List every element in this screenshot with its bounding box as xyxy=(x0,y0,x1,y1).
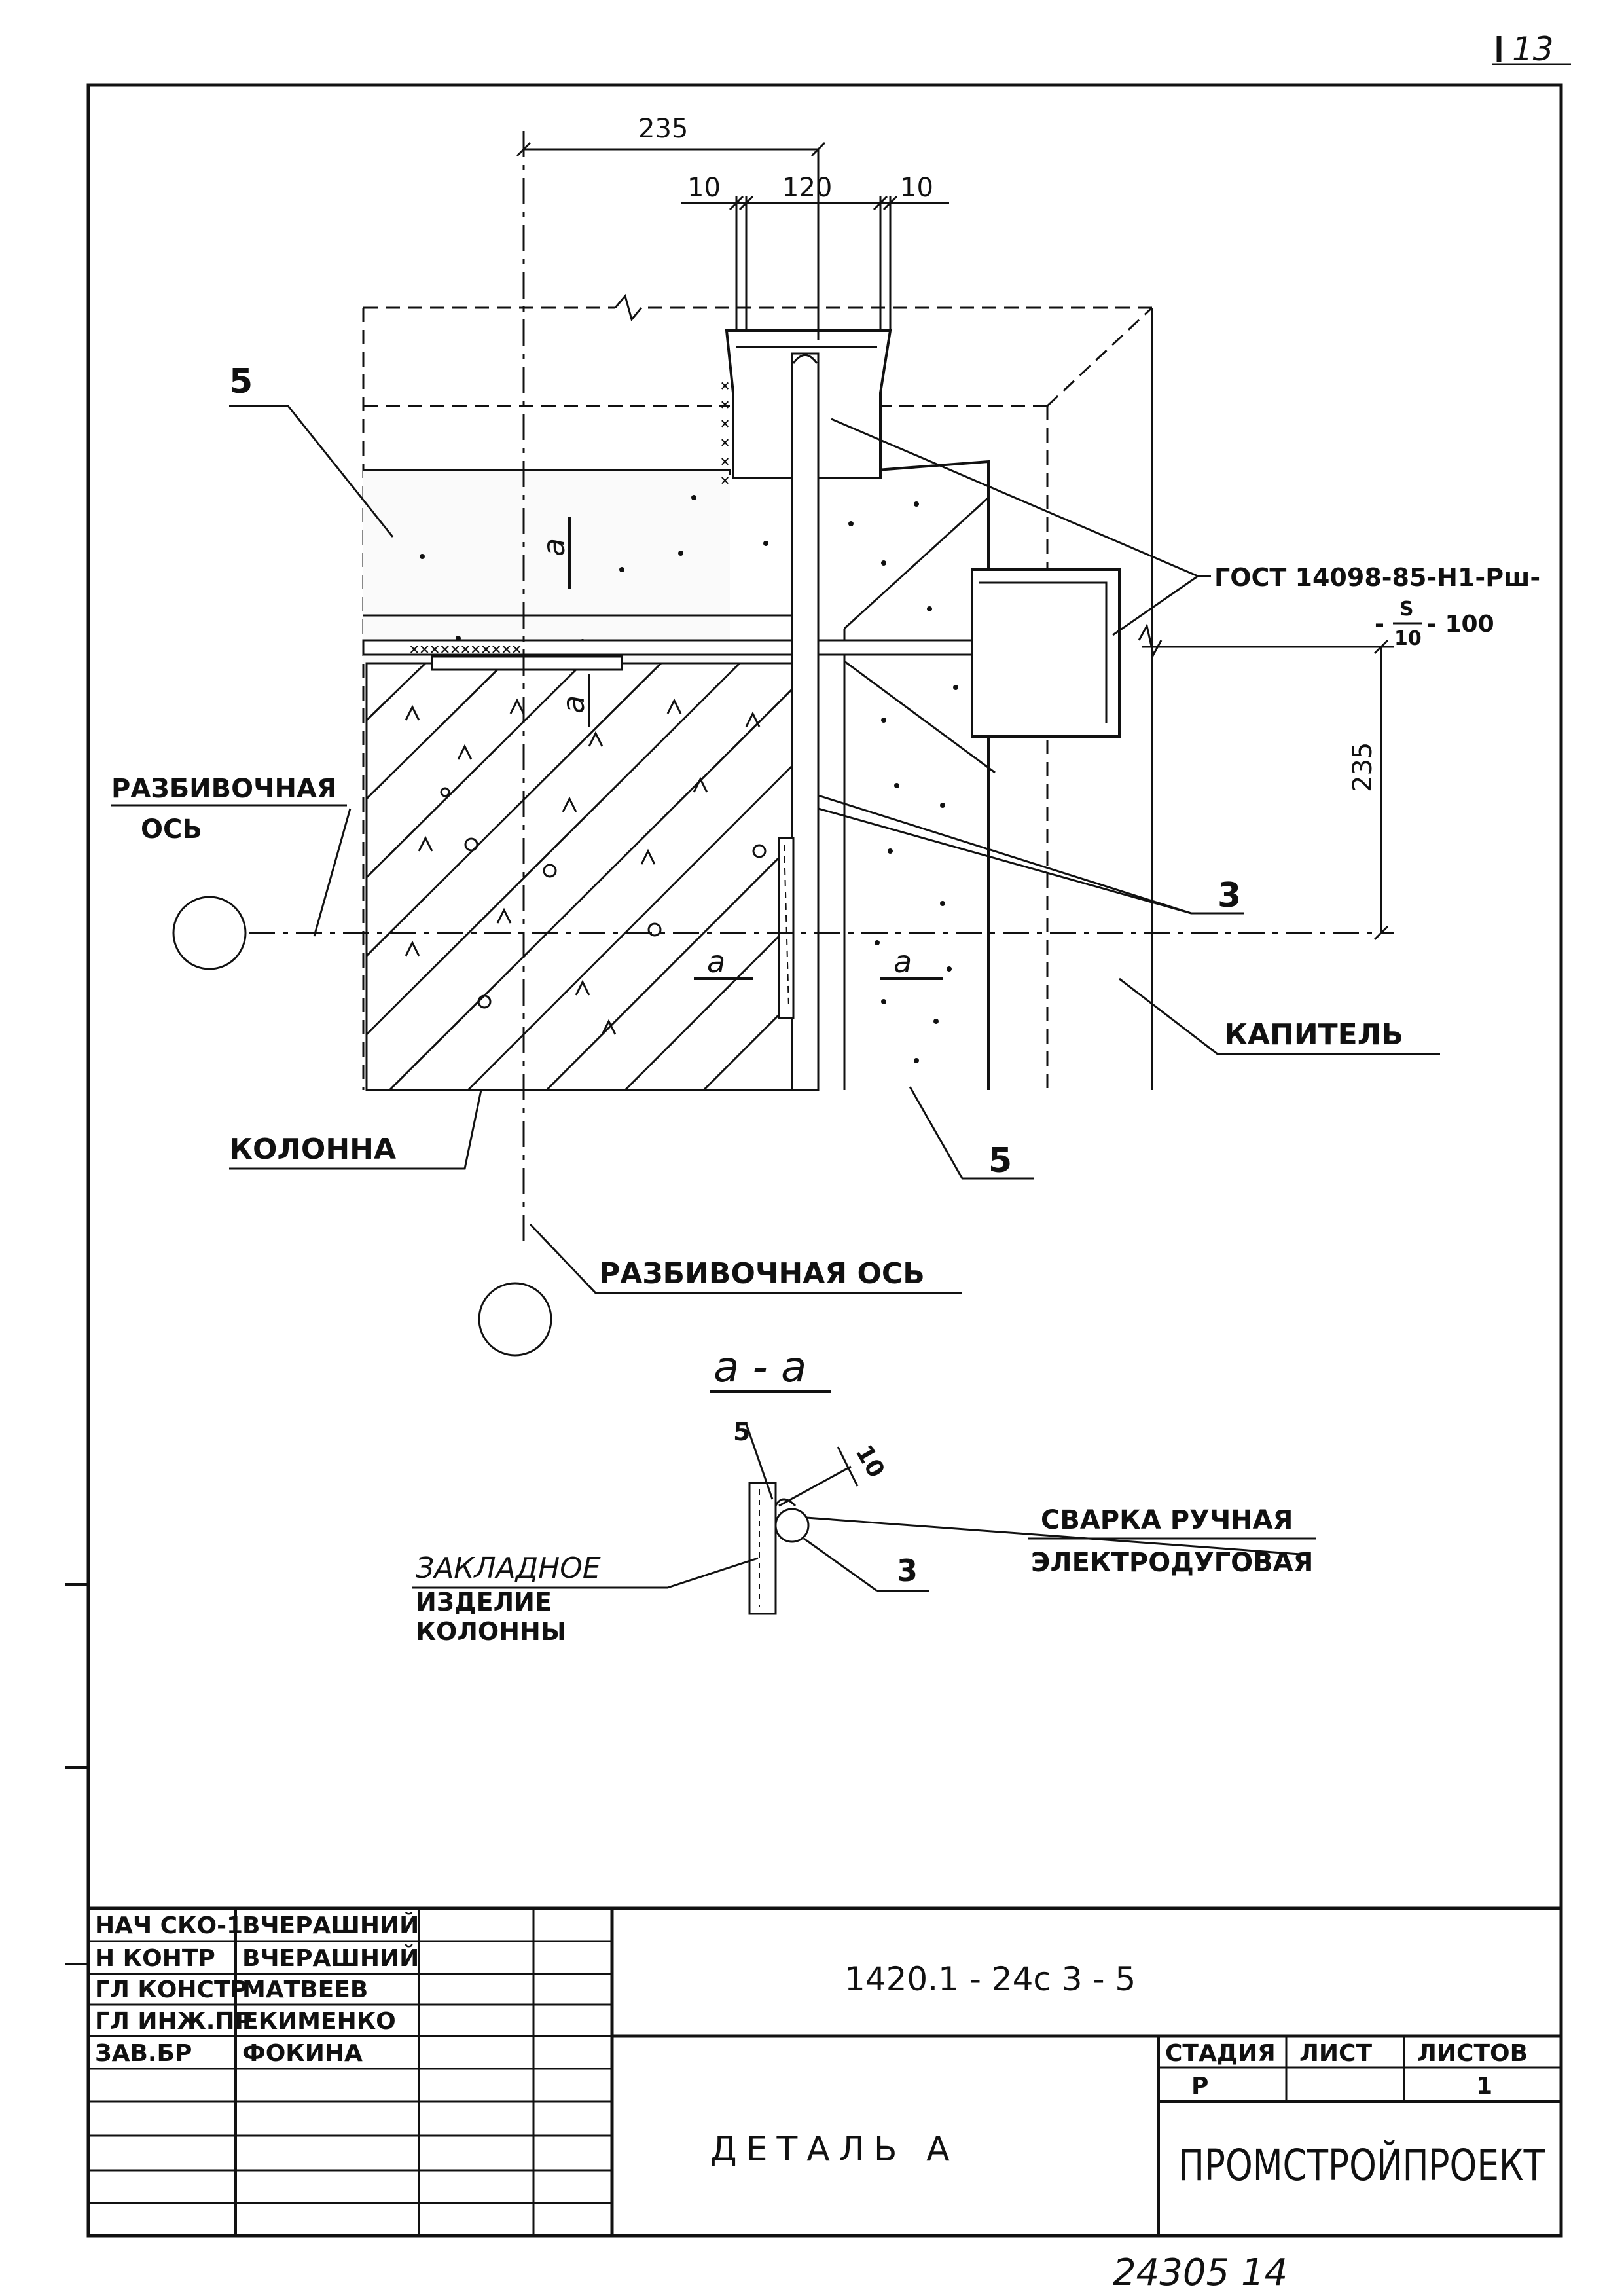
axis-bubble-bottom xyxy=(478,1282,552,1357)
sheet-number: 13 xyxy=(1492,30,1571,68)
svg-text:120: 120 xyxy=(782,173,832,203)
svg-text:СТАДИЯ: СТАДИЯ xyxy=(1165,2040,1276,2067)
setting-out-axes xyxy=(172,131,1394,1357)
svg-text:ЗАВ.БР: ЗАВ.БР xyxy=(95,2040,192,2067)
svg-text:10: 10 xyxy=(1394,627,1422,650)
organization-name: ПРОМСТРОЙПРОЕКТ xyxy=(1178,2140,1545,2191)
svg-text:13: 13 xyxy=(1512,30,1554,68)
svg-text:10: 10 xyxy=(900,173,933,203)
svg-text:а: а xyxy=(556,695,591,714)
axis-label-bottom: РАЗБИВОЧНАЯ ОСЬ xyxy=(599,1257,925,1290)
svg-text:ЕКИМЕНКО: ЕКИМЕНКО xyxy=(242,2008,396,2035)
dimensions xyxy=(516,141,1389,941)
svg-text:3: 3 xyxy=(1218,876,1241,915)
drawing-frame xyxy=(86,83,1563,2238)
axis-label-left: РАЗБИВОЧНАЯ xyxy=(111,774,337,804)
svg-text:ОСЬ: ОСЬ xyxy=(141,814,202,845)
bottom-stamp: 24305 14 xyxy=(1113,2251,1288,2294)
svg-text:ВЧЕРАШНИЙ: ВЧЕРАШНИЙ xyxy=(242,1944,419,1972)
svg-text:а: а xyxy=(893,944,912,979)
document-code: 1420.1 - 24с 3 - 5 xyxy=(844,1960,1136,1998)
svg-text:3: 3 xyxy=(897,1553,918,1588)
column-label: КОЛОННА xyxy=(229,1133,396,1166)
svg-text:ЛИСТ: ЛИСТ xyxy=(1299,2040,1372,2067)
svg-text:-: - xyxy=(1375,611,1384,638)
svg-text:ГЛ КОНСТР: ГЛ КОНСТР xyxy=(95,1977,247,2003)
drawing-title: ДЕТАЛЬ А xyxy=(710,2130,959,2169)
embedded-label: ЗАКЛАДНОЕ xyxy=(416,1552,601,1585)
svg-text:10: 10 xyxy=(687,173,721,203)
svg-text:5: 5 xyxy=(229,362,253,401)
svg-text:- 100: - 100 xyxy=(1427,611,1494,638)
axis-bubble-left xyxy=(172,896,247,970)
svg-text:а: а xyxy=(536,538,571,556)
svg-text:S: S xyxy=(1399,598,1414,621)
svg-text:5: 5 xyxy=(988,1141,1012,1180)
svg-text:ГЛ ИНЖ.ПР: ГЛ ИНЖ.ПР xyxy=(95,2008,252,2035)
svg-text:ИЗДЕЛИЕ: ИЗДЕЛИЕ xyxy=(416,1588,552,1616)
svg-text:235: 235 xyxy=(638,114,688,144)
title-block xyxy=(88,1906,1561,2236)
capital-label: КАПИТЕЛЬ xyxy=(1224,1018,1403,1051)
section-a-a: а - а xyxy=(412,1343,1310,1615)
svg-text:ВЧЕРАШНИЙ: ВЧЕРАШНИЙ xyxy=(242,1912,419,1939)
svg-text:× × × × × ×: × × × × × × xyxy=(716,381,734,485)
svg-text:МАТВЕЕВ: МАТВЕЕВ xyxy=(242,1977,368,2003)
gost-marking: ГОСТ 14098-85-Н1-Рш- xyxy=(1214,563,1540,592)
svg-text:10: 10 xyxy=(850,1440,890,1482)
svg-text:ФОКИНА: ФОКИНА xyxy=(242,2040,363,2067)
svg-text:НАЧ СКО-1: НАЧ СКО-1 xyxy=(95,1912,243,1939)
svg-text:1: 1 xyxy=(1476,2073,1492,2100)
svg-text:ЛИСТОВ: ЛИСТОВ xyxy=(1417,2040,1528,2067)
main-detail: ××××××××××× × × × × × ××××××× × × × × × … xyxy=(362,293,1394,1091)
weld-label: СВАРКА РУЧНАЯ xyxy=(1041,1505,1293,1535)
svg-text:Р: Р xyxy=(1191,2073,1208,2100)
svg-text:235: 235 xyxy=(1348,742,1378,792)
svg-text:ЭЛЕКТРОДУГОВАЯ: ЭЛЕКТРОДУГОВАЯ xyxy=(1031,1548,1313,1578)
svg-text:а: а xyxy=(707,944,725,979)
svg-text:а - а: а - а xyxy=(713,1343,806,1392)
svg-text:Н КОНТР: Н КОНТР xyxy=(95,1945,215,1972)
leaders xyxy=(111,405,1440,1294)
svg-text:КОЛОННЫ: КОЛОННЫ xyxy=(416,1617,566,1646)
svg-text:5: 5 xyxy=(733,1417,750,1446)
